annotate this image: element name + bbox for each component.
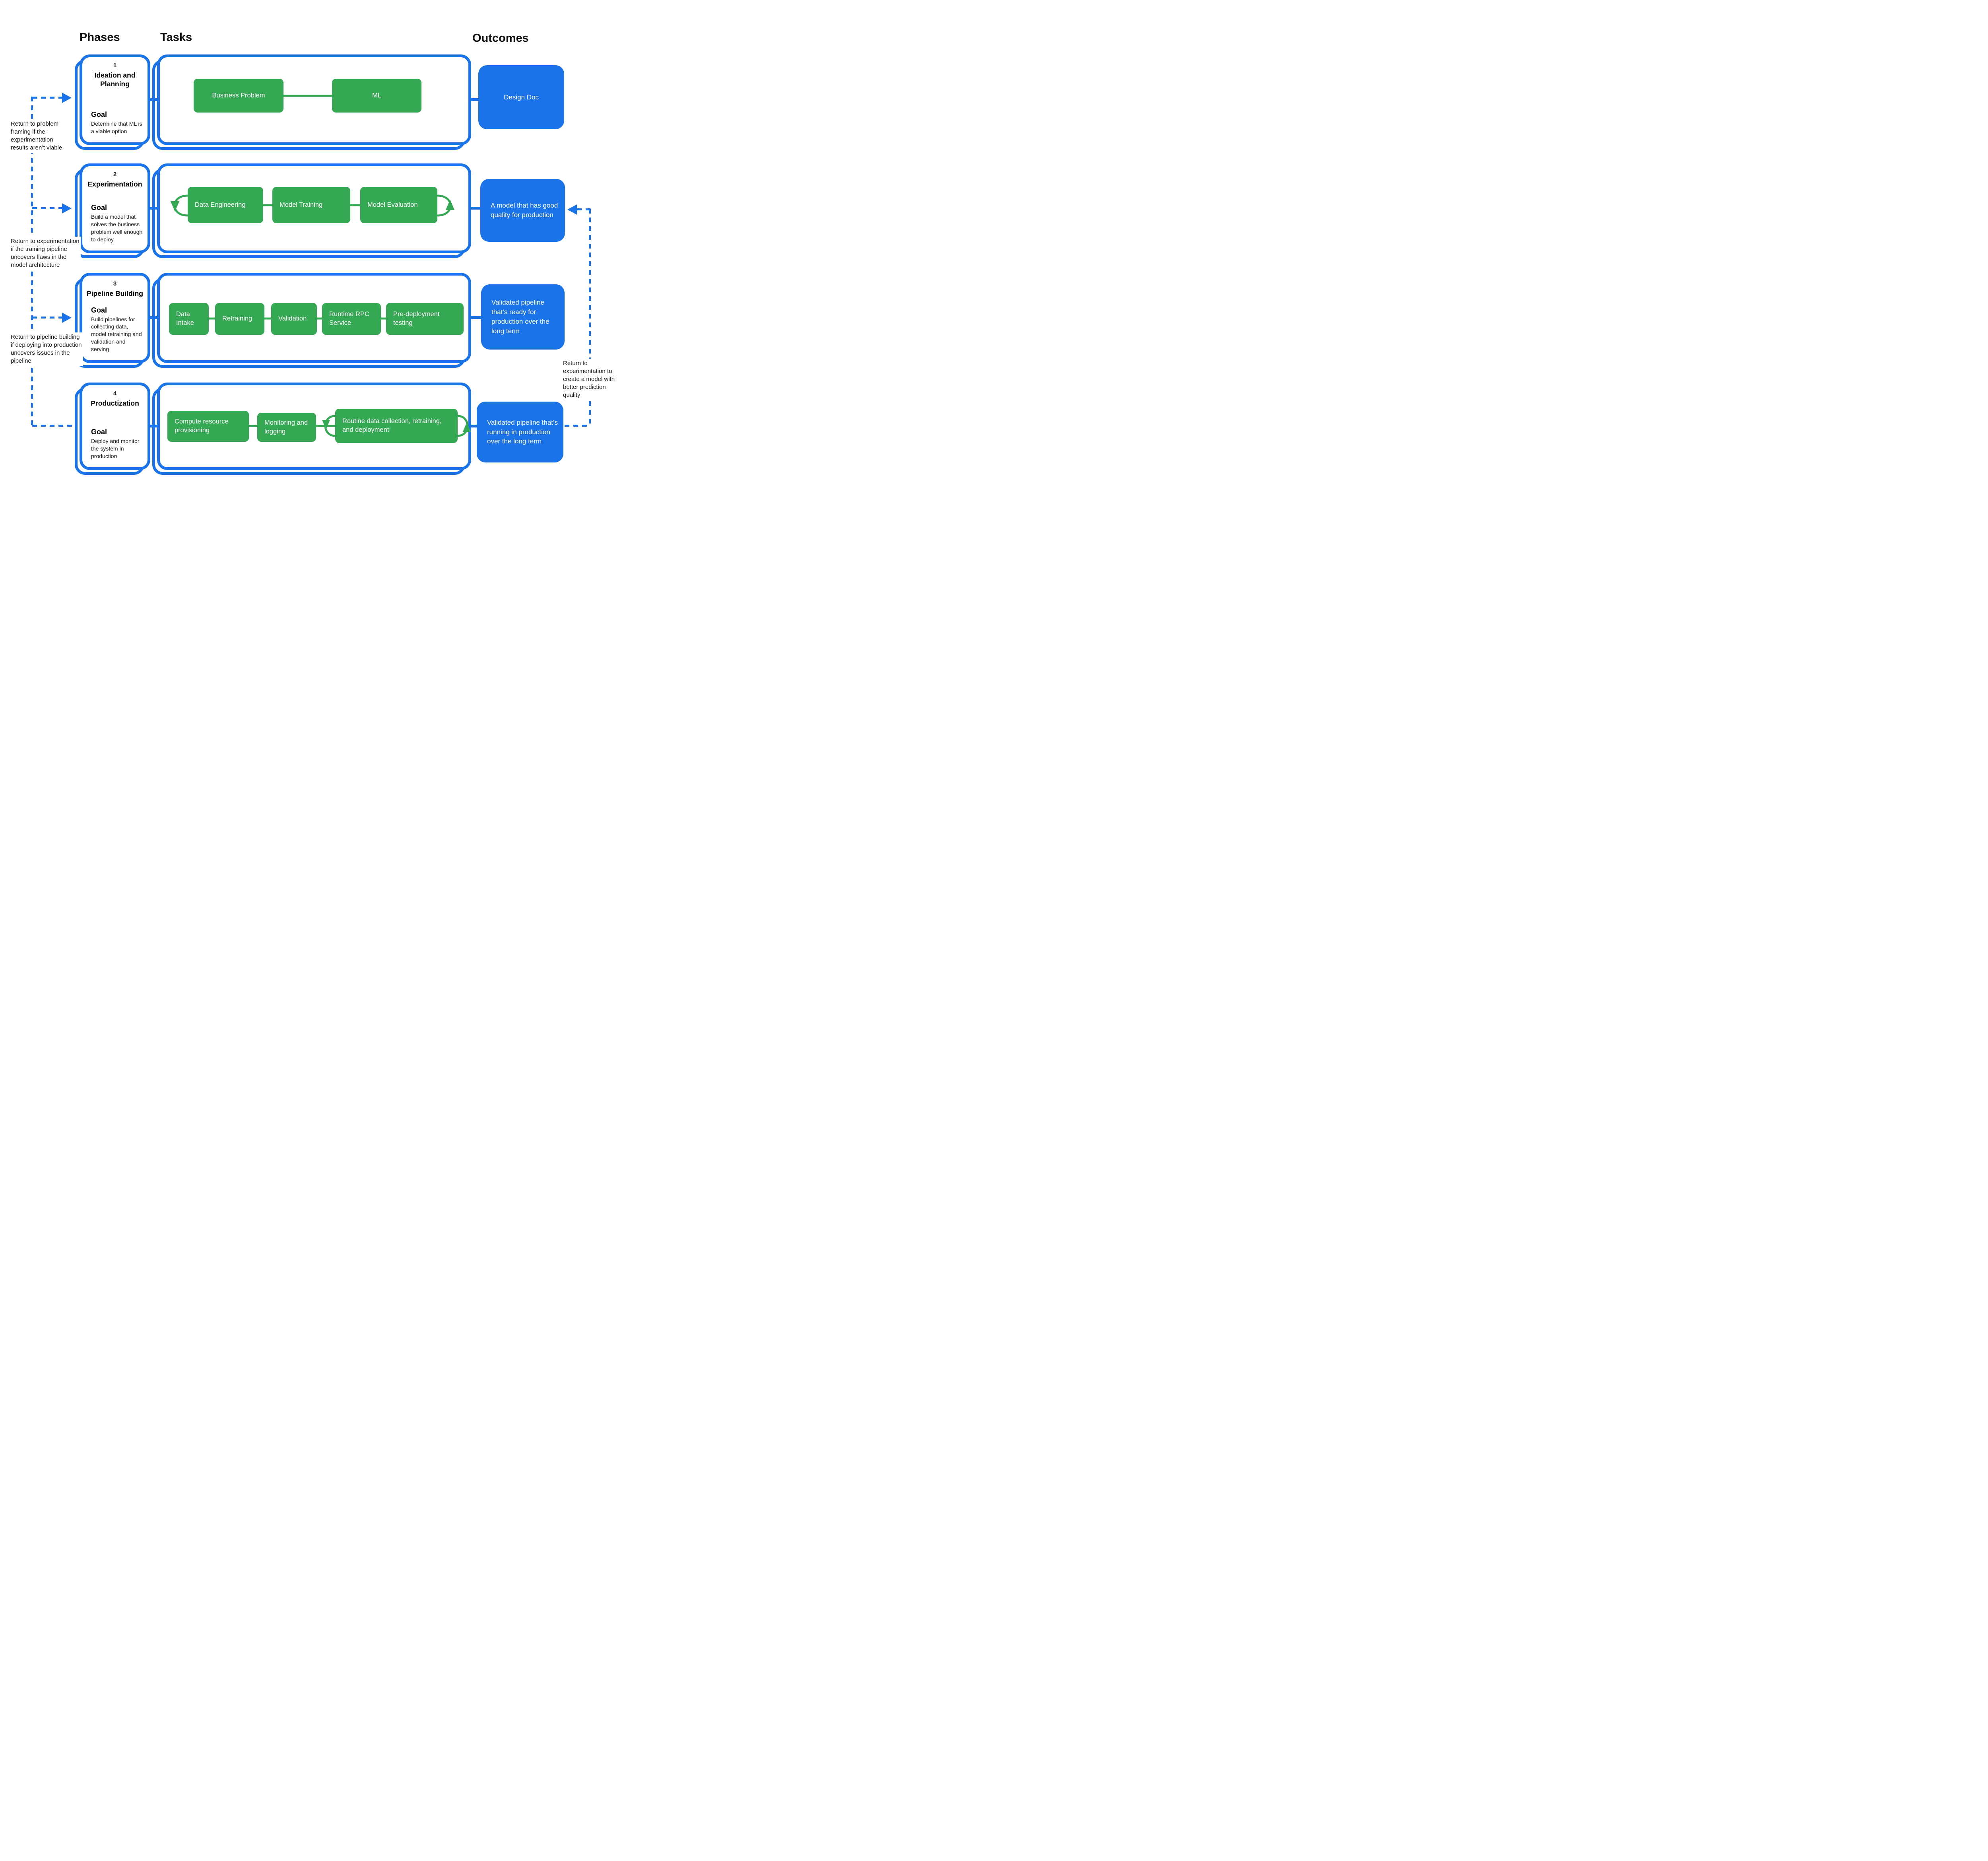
task-model-evaluation: Model Evaluation [360,187,437,223]
connector-tasks1-outcome [470,98,480,101]
outcome-pipeline-ready: Validated pipeline that’s ready for prod… [481,284,565,350]
arrowhead-left-icon [567,204,577,215]
phase-number: 1 [113,62,117,69]
goal-label: Goal [91,204,107,212]
phases-column-header: Phases [80,31,120,44]
goal-label: Goal [91,111,107,119]
return-branch-to-phase1 [32,97,62,99]
return-branch-to-phase2 [32,207,62,209]
outcomes-column-header: Outcomes [472,32,529,45]
annotation-return-to-problem-framing: Return to problem framing if the experim… [11,119,71,153]
goal-label: Goal [91,428,107,436]
connector-phase4-tasks [149,425,158,427]
connector-phase1-tasks [149,98,158,101]
task-runtime-rpc-service: Runtime RPC Service [322,303,381,335]
task-validation: Validation [271,303,317,335]
phase-card-ideation: 1 Ideation and Planning Goal Determine t… [75,54,150,150]
connector-tasks2-outcome [470,207,481,210]
mlops-phases-diagram: Phases Tasks Outcomes 1 Ideation and Pla… [0,0,620,513]
phase-card-productization: 4 Productization Goal Deploy and monitor… [75,383,150,475]
connector-tasks3-outcome [470,316,482,319]
goal-text: Build pipelines for collecting data, mod… [91,316,142,353]
outcome-design-doc: Design Doc [478,65,564,129]
return-branch-to-outcome2 [577,208,591,210]
phase-number: 2 [113,171,117,178]
connector-tasks4-outcome [470,425,478,427]
phase-title: Productization [91,399,139,407]
phase-title: Pipeline Building [87,289,143,297]
arrowhead-right-icon [62,203,72,214]
return-line-right [589,209,591,425]
outcome-good-quality-model: A model that has good quality for produc… [480,179,565,242]
task-routine-data-collection: Routine data collection, retraining, and… [335,409,458,443]
task-data-intake: Data Intake [169,303,209,335]
task-data-engineering: Data Engineering [188,187,263,223]
arrowhead-right-icon [62,93,72,103]
phase-number: 4 [113,390,117,397]
task-monitoring-and-logging: Monitoring and logging [257,413,316,442]
phase-number: 3 [113,280,117,287]
task-ml: ML [332,79,421,113]
annotation-return-for-better-quality: Return to experimentation to create a mo… [563,359,620,400]
connector-phase2-tasks [149,207,158,210]
arrowhead-right-icon [62,313,72,323]
task-retraining: Retraining [215,303,264,335]
phase-title: Experimentation [87,180,142,188]
annotation-return-to-experimentation: Return to experimentation if the trainin… [11,237,81,270]
goal-text: Deploy and monitor the system in product… [91,438,140,460]
return-branch-to-phase3 [32,317,62,319]
connector-phase3-tasks [149,316,158,319]
goal-text: Build a model that solves the business p… [91,214,143,243]
task-model-training: Model Training [272,187,350,223]
return-branch-from-phase4 [32,425,77,427]
goal-label: Goal [91,306,107,314]
phase-card-pipeline-building: 3 Pipeline Building Goal Build pipelines… [75,273,150,368]
tasks-column-header: Tasks [160,31,192,44]
goal-text: Determine that ML is a viable option [91,120,142,135]
annotation-return-to-pipeline-building: Return to pipeline building if deploying… [11,332,83,366]
outcome-pipeline-running: Validated pipeline that’s running in pro… [477,402,563,462]
task-business-problem: Business Problem [194,79,283,113]
task-compute-resource-provisioning: Compute resource provisioning [167,411,249,442]
phase-card-experimentation: 2 Experimentation Goal Build a model tha… [75,163,150,258]
task-pre-deployment-testing: Pre-deployment testing [386,303,464,335]
return-branch-from-outcome4 [565,425,591,427]
phase-title: Ideation and Planning [94,71,136,88]
